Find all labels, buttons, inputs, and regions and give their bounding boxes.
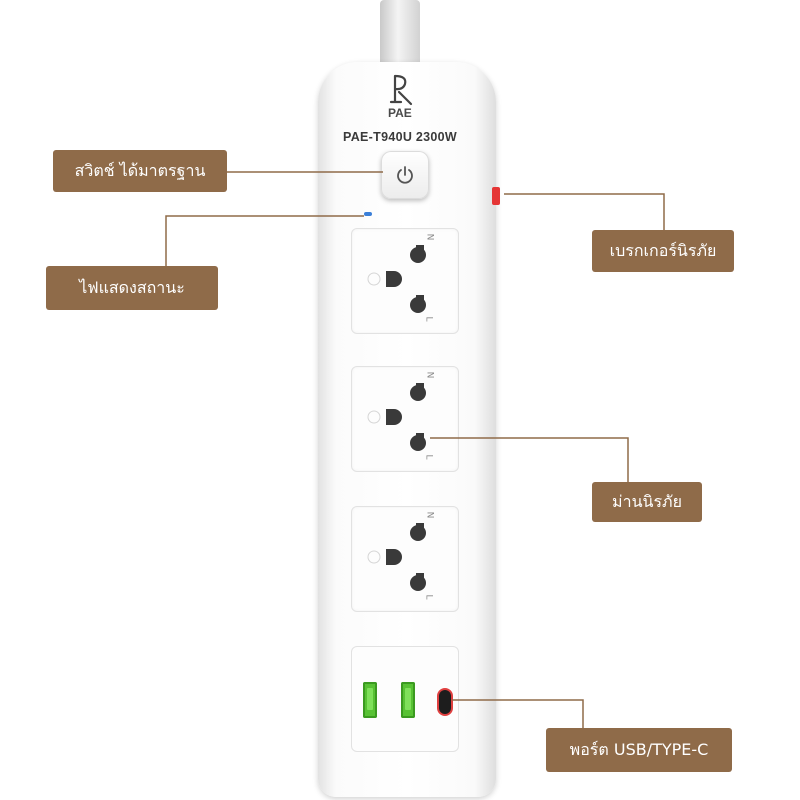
- safety-shutter-callout-label: ม่านนิรภัย: [592, 482, 702, 522]
- brand-name: PAE: [388, 106, 412, 120]
- outlet-2: [351, 366, 459, 472]
- socket-holes-icon: [367, 245, 426, 313]
- status-light-callout-label: ไฟแสดงสถานะ: [46, 266, 218, 310]
- usb-ports-callout-label: พอร์ต USB/TYPE-C: [546, 728, 732, 772]
- breaker-callout-label: เบรกเกอร์นิรภัย: [592, 230, 734, 272]
- outlet-1: [351, 228, 459, 334]
- brand-logo-icon: [389, 74, 413, 106]
- breaker-button[interactable]: [492, 187, 500, 205]
- power-switch-button[interactable]: [381, 151, 429, 199]
- socket-holes-icon: [367, 383, 426, 451]
- status-led: [364, 212, 372, 216]
- socket-holes-icon: [367, 523, 426, 591]
- model-label: PAE-T940U 2300W: [343, 130, 458, 144]
- usb-a-port-2: [401, 682, 415, 718]
- usb-a-port-1: [363, 682, 377, 718]
- usb-c-port: [439, 690, 451, 714]
- power-cord: [380, 0, 420, 70]
- power-icon: [397, 166, 413, 184]
- switch-callout-label: สวิตช์ ได้มาตรฐาน: [53, 150, 227, 192]
- outlet-3: [351, 506, 459, 612]
